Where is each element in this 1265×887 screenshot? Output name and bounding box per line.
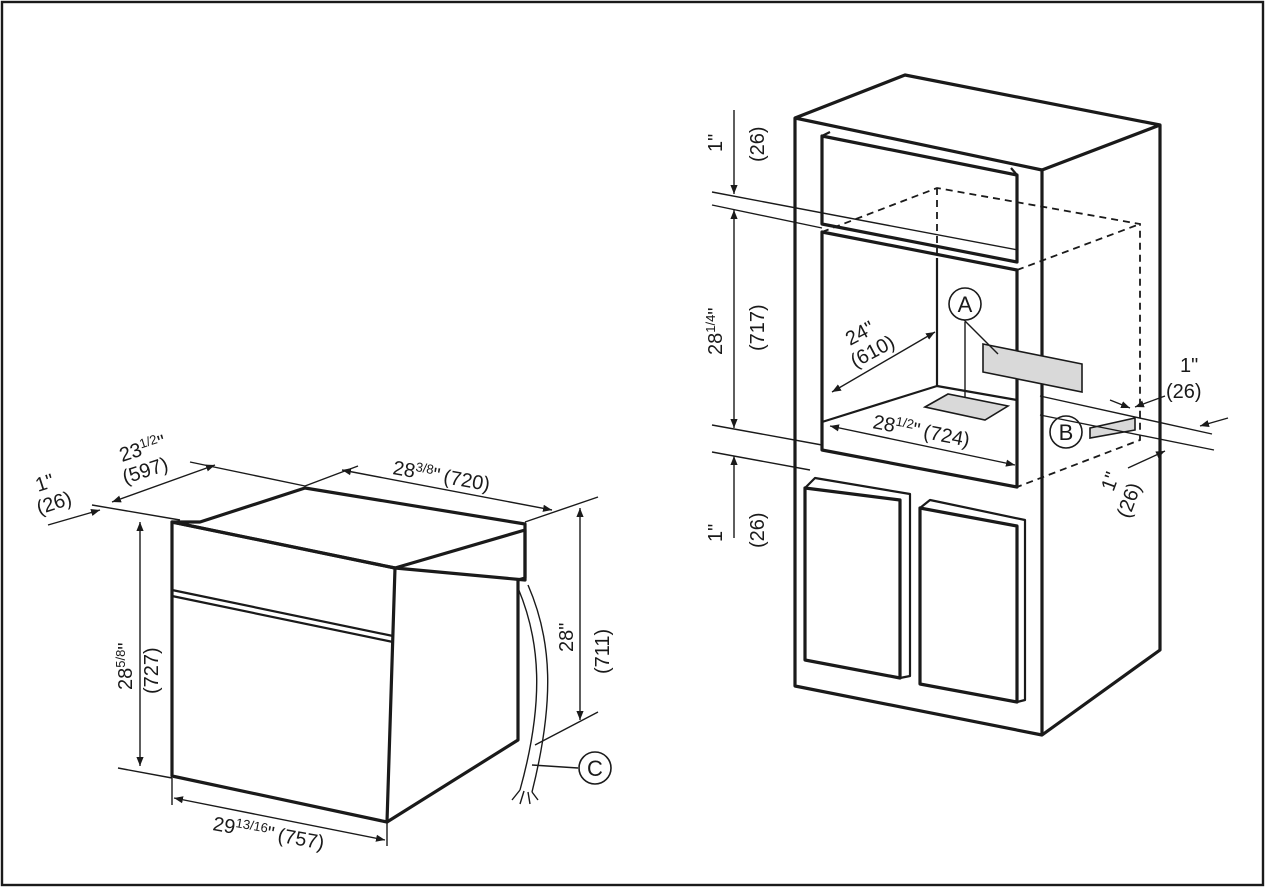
oven-front-panel bbox=[170, 520, 397, 824]
ext-line bbox=[1039, 395, 1213, 435]
lower-door-right bbox=[918, 506, 1019, 704]
upper-panel-edge bbox=[821, 131, 831, 137]
ext-line bbox=[117, 767, 173, 779]
upper-panel-edge bbox=[1010, 167, 1018, 176]
svg-text:285/8": 285/8" bbox=[113, 643, 137, 690]
lower-door-right-edge bbox=[919, 498, 1027, 704]
svg-text:1": 1" bbox=[1180, 355, 1198, 377]
svg-text:1": 1" bbox=[705, 524, 727, 542]
callout-b-circle bbox=[1049, 415, 1083, 449]
dim-front-offset-label: 1" (26) bbox=[33, 470, 75, 519]
svg-text:(727): (727) bbox=[141, 647, 163, 694]
callout-b-label: B bbox=[1059, 420, 1074, 445]
svg-text:281/2"(724): 281/2"(724) bbox=[871, 409, 972, 451]
niche-hidden-outline bbox=[821, 187, 1141, 488]
svg-text:(26): (26) bbox=[747, 512, 769, 548]
power-cable-edge-2 bbox=[527, 584, 549, 793]
oven-side-panel bbox=[386, 528, 527, 824]
dim-height-body-label: 28" (711) bbox=[556, 623, 614, 674]
area-b bbox=[1089, 417, 1136, 439]
dim-width-top-label: 283/8"(720) bbox=[391, 455, 492, 496]
ext-line bbox=[524, 496, 599, 523]
svg-text:283/8"(720): 283/8"(720) bbox=[391, 455, 492, 496]
svg-text:281/4": 281/4" bbox=[703, 308, 727, 355]
oven-door-line bbox=[171, 594, 394, 644]
dim-width-top-arrow bbox=[341, 468, 553, 512]
floor-cutout bbox=[922, 393, 1011, 421]
ext-line bbox=[91, 504, 181, 521]
dim-width-bottom-arrow bbox=[173, 796, 386, 842]
ext-line bbox=[304, 465, 359, 487]
callout-c-circle bbox=[578, 751, 612, 785]
dim-niche-depth-arrow bbox=[831, 331, 936, 393]
power-cable-edge bbox=[517, 587, 538, 791]
ext-line bbox=[711, 204, 823, 229]
socket-area-a bbox=[982, 343, 1083, 393]
dim-side-gap-top-label: 1" (26) bbox=[1166, 355, 1202, 403]
lower-door-left bbox=[803, 486, 902, 680]
callout-c-label: C bbox=[587, 756, 603, 781]
dim-side-gap-top-arrow-2 bbox=[1109, 399, 1131, 409]
cabinet-outline bbox=[793, 73, 1162, 737]
svg-text:1": 1" bbox=[1097, 469, 1124, 494]
callout-a-leader bbox=[961, 317, 999, 355]
cable-leader-line bbox=[531, 764, 579, 769]
lower-door-left-edge bbox=[804, 476, 912, 680]
dim-niche-width-label: 281/2"(724) bbox=[871, 409, 972, 451]
svg-text:(711): (711) bbox=[592, 629, 614, 674]
ext-line bbox=[1039, 414, 1215, 451]
dim-niche-depth-label: 24" (610) bbox=[842, 317, 899, 372]
ext-line bbox=[534, 711, 599, 746]
dim-height-front-label: 285/8" (727) bbox=[113, 643, 163, 694]
niche-floor-edge bbox=[936, 384, 1018, 402]
cabinet-top-side-edge bbox=[1041, 123, 1161, 172]
dim-depth-front-arrow bbox=[111, 464, 216, 503]
dim-side-gap-bottom-arrow bbox=[1127, 450, 1166, 469]
svg-text:(26): (26) bbox=[747, 126, 769, 162]
ext-line bbox=[189, 461, 306, 487]
power-cable-wires bbox=[511, 789, 539, 805]
oven-control-strip-line bbox=[171, 588, 394, 638]
svg-text:(26): (26) bbox=[1166, 381, 1202, 403]
ext-line bbox=[711, 424, 823, 446]
callout-a-circle bbox=[948, 287, 982, 321]
dim-front-offset-arrow bbox=[47, 509, 101, 526]
dim-bottom-gap-label: 1" (26) bbox=[705, 512, 769, 548]
dim-width-bottom-label: 2913/16"(757) bbox=[211, 811, 326, 854]
oven-drawing: C 231/2" (597) 283/8"(720) 1" (26) 285/8… bbox=[33, 431, 614, 854]
niche-hidden-line bbox=[1016, 223, 1141, 271]
dim-side-gap-bottom-label: 1" (26) bbox=[1097, 469, 1146, 521]
dim-niche-height-label: 281/4" (717) bbox=[703, 304, 769, 355]
dim-top-gap-label: 1" (26) bbox=[705, 126, 769, 162]
svg-text:1": 1" bbox=[705, 134, 727, 152]
svg-text:2913/16"(757): 2913/16"(757) bbox=[211, 811, 326, 854]
dim-depth-front-label: 231/2" (597) bbox=[117, 431, 171, 489]
callout-a-label: A bbox=[958, 292, 973, 317]
ext-line bbox=[711, 451, 811, 471]
dim-side-gap-top-arrow bbox=[1134, 395, 1166, 408]
svg-text:(717): (717) bbox=[747, 304, 769, 351]
dim-side-gap-arrow-r bbox=[1199, 417, 1229, 427]
upper-panel bbox=[820, 134, 1019, 264]
dim-niche-width-arrow bbox=[829, 424, 1016, 467]
cabinet-top-front-edge bbox=[794, 116, 1043, 172]
cabinet-drawing: A B 1" (26) 281/4" (717) 1" (26) bbox=[703, 73, 1229, 737]
ext-line bbox=[711, 191, 1019, 251]
svg-text:28": 28" bbox=[556, 623, 578, 652]
